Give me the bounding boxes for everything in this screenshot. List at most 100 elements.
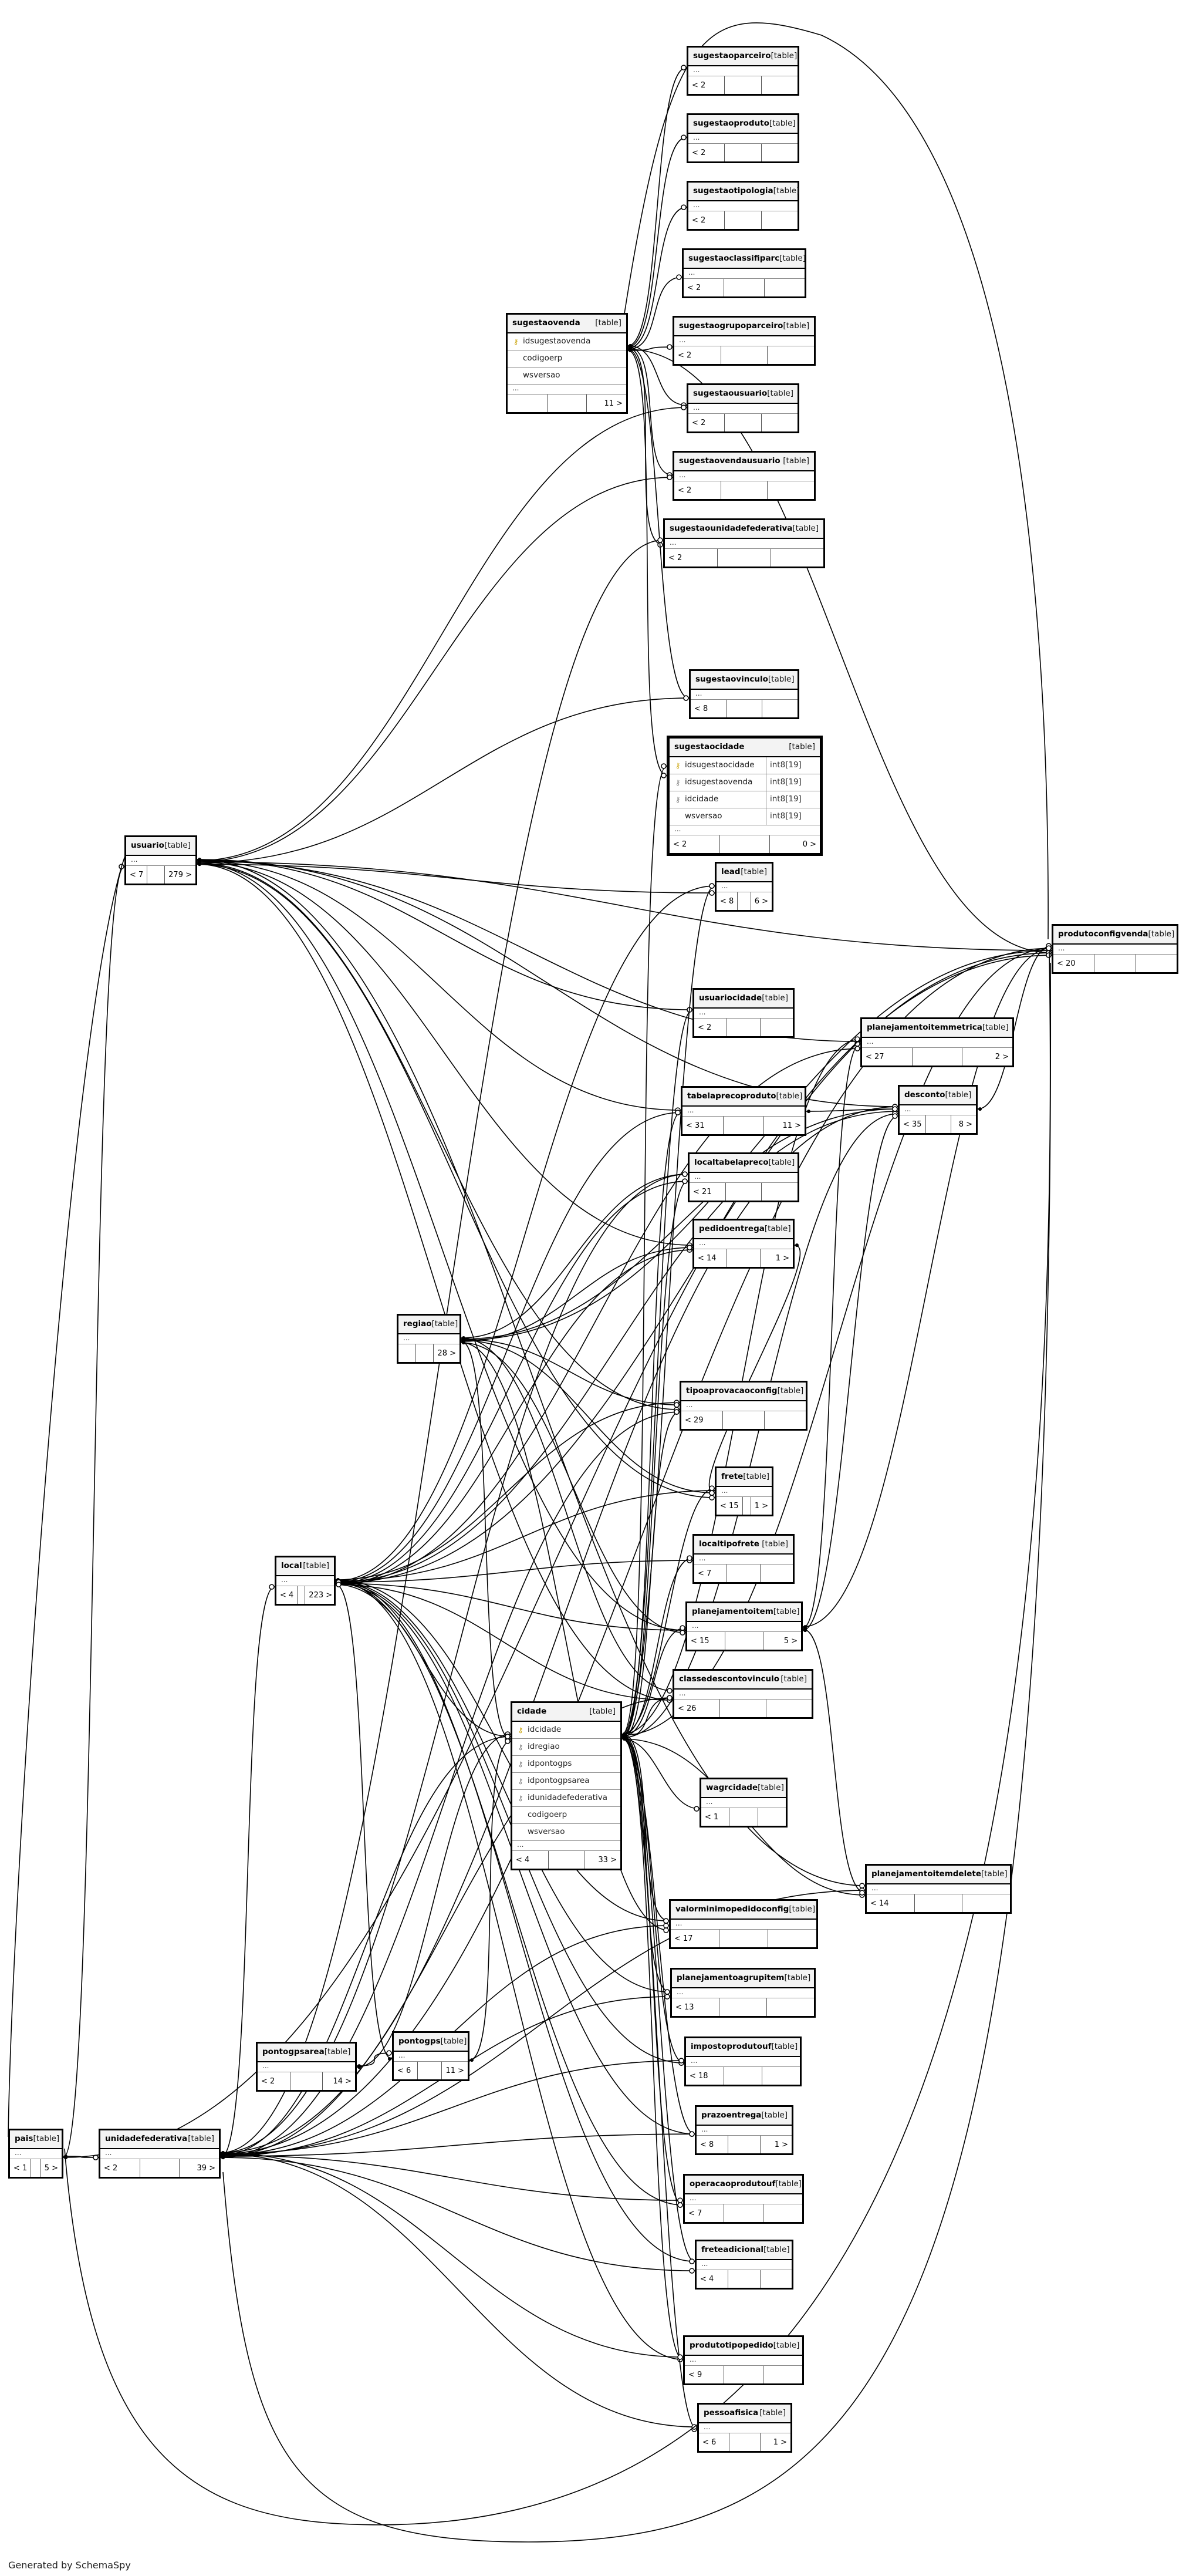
relationship-edge: [621, 1557, 693, 1736]
relationship-crowfoot-marker: [676, 274, 682, 280]
relationship-edge: [335, 1584, 393, 2059]
table-wagrcidade[interactable]: wagrcidade[table]...< 1: [700, 1778, 788, 1828]
table-name: planejamentoitem: [692, 1607, 773, 1617]
relationship-edge: [461, 1337, 673, 1691]
relationship-edge: [335, 1181, 688, 1584]
table-sugestaoproduto[interactable]: sugestaoproduto[table]...< 2: [687, 113, 799, 163]
parents-count: < 29: [681, 1411, 723, 1429]
table-type-label: [table]: [762, 1539, 788, 1549]
table-type-label: [table]: [762, 993, 788, 1003]
table-type-label: [table]: [783, 456, 809, 466]
column-type: int8[19]: [766, 808, 820, 825]
table-sugestaotipologia[interactable]: sugestaotipologia[table]...< 2: [687, 181, 799, 231]
relationship-crowfoot-marker: [677, 2354, 683, 2360]
table-freteadicional[interactable]: freteadicional[table]...< 4: [695, 2240, 793, 2290]
parents-count: < 6: [394, 2062, 418, 2079]
primary-key-icon: ⚷: [513, 338, 519, 346]
table-impostoprodutouf[interactable]: impostoprodutouf[table]...< 18: [684, 2036, 802, 2086]
table-classedescontovinculo[interactable]: classedescontovinculo[table]...< 26: [673, 1669, 813, 1719]
row-count: [298, 1586, 306, 1604]
table-valorminimopedidoconfig[interactable]: valorminimopedidoconfig[table]...< 17: [669, 1899, 818, 1949]
relationship-edge: [802, 1043, 861, 1628]
children-count: 8 >: [958, 1120, 973, 1129]
table-sugestaousuario[interactable]: sugestaousuario[table]...< 2: [687, 383, 799, 433]
table-header: cidade[table]: [512, 1703, 620, 1722]
table-localtabelapreco[interactable]: localtabelapreco[table]...< 21: [688, 1152, 799, 1202]
column-type: int8[19]: [766, 757, 820, 774]
table-name: sugestaoproduto: [693, 119, 769, 129]
more-columns-ellipsis: ...: [508, 385, 626, 395]
more-columns-ellipsis: ...: [688, 404, 798, 414]
relationship-edge: [627, 277, 682, 350]
parents-count: < 2: [688, 414, 725, 431]
table-footer: 28 >: [398, 1344, 459, 1362]
relationship-edge: [220, 1586, 275, 2158]
relationship-crowfoot-marker: [892, 1106, 898, 1112]
table-planejamentoagrupitem[interactable]: planejamentoagrupitem[table]...< 13: [670, 1968, 816, 2018]
table-operacaoprodutouf[interactable]: operacaoprodutouf[table]...< 7: [683, 2174, 804, 2224]
table-cidade[interactable]: cidade[table]⚷idcidade⚷idregiao⚷idpontog…: [511, 1701, 622, 1870]
table-tipoaprovacaoconfig[interactable]: tipoaprovacaoconfig[table]...< 29: [680, 1381, 807, 1431]
table-name: sugestaoclassifiparc: [688, 254, 780, 264]
relationship-parent-marker: [462, 1341, 465, 1345]
table-sugestaovinculo[interactable]: sugestaovinculo[table]...< 8: [689, 669, 799, 719]
table-sugestaoparceiro[interactable]: sugestaoparceiro[table]...< 2: [687, 46, 799, 96]
children-count: 5 >: [783, 1636, 798, 1646]
parents-count: < 14: [867, 1894, 915, 1912]
relationship-parent-marker: [629, 348, 632, 351]
relationship-edge: [335, 1402, 680, 1580]
column-row: ⚷idpontogps: [512, 1756, 620, 1773]
column-name: idsugestaovenda: [685, 777, 753, 787]
table-type-label: [table]: [779, 254, 806, 264]
table-produtoconfigvenda[interactable]: produtoconfigvenda[table]...< 20: [1052, 924, 1178, 974]
table-name: planejamentoitemdelete: [871, 1869, 981, 1879]
row-count: [729, 2433, 761, 2451]
table-type-label: [table]: [768, 675, 795, 685]
more-columns-ellipsis: ...: [697, 2126, 792, 2136]
foreign-key-icon: ⚷: [518, 1777, 523, 1785]
table-name: usuariocidade: [699, 993, 762, 1003]
parents-count: < 8: [717, 892, 738, 910]
row-count: [725, 211, 762, 229]
table-type-label: [table]: [440, 2036, 467, 2046]
table-sugestaoclassifiparc[interactable]: sugestaoclassifiparc[table]...< 2: [682, 248, 806, 298]
children-count: 28 >: [437, 1348, 457, 1358]
table-name: lead: [721, 867, 741, 877]
table-planejamentoitemdelete[interactable]: planejamentoitemdelete[table]...< 14: [865, 1864, 1012, 1914]
table-regiao[interactable]: regiao[table]...28 >: [397, 1314, 461, 1364]
table-produtotipopedido[interactable]: produtotipopedido[table]...< 9: [683, 2335, 804, 2385]
table-usuariocidade[interactable]: usuariocidade[table]...< 2: [692, 988, 795, 1038]
table-header: planejamentoitemmetrica[table]: [862, 1019, 1012, 1038]
table-sugestaovendausuario[interactable]: sugestaovendausuario[table]...< 2: [673, 451, 816, 501]
table-header: operacaoprodutouf[table]: [685, 2176, 802, 2194]
parents-count: < 17: [671, 1930, 719, 1947]
relationship-edge: [63, 866, 125, 2158]
relationship-edge: [621, 1112, 681, 1737]
table-sugestaounidadefederativa[interactable]: sugestaounidadefederativa[table]...< 2: [663, 518, 825, 568]
table-type-label: [table]: [773, 1607, 800, 1617]
table-header: produtoconfigvenda[table]: [1053, 926, 1177, 945]
table-sugestaogrupoparceiro[interactable]: sugestaogrupoparceiro[table]...< 2: [673, 316, 816, 366]
table-localtipofrete[interactable]: localtipofrete[table]...< 7: [692, 1534, 795, 1584]
more-columns-ellipsis: ...: [674, 1690, 812, 1700]
more-columns-ellipsis: ...: [685, 2356, 802, 2366]
